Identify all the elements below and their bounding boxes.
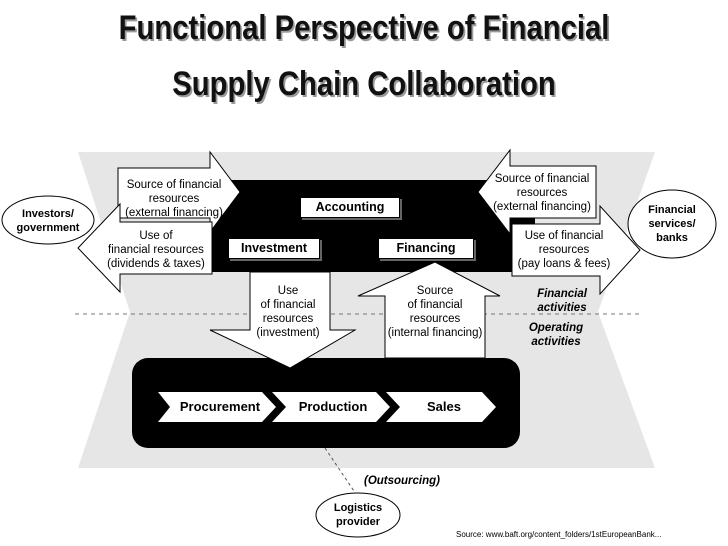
operating-activities-line-2: activities: [531, 336, 581, 348]
financial-activities-label: Financial activities: [520, 287, 604, 315]
logistics-line-2: provider: [335, 516, 380, 528]
banks-label: Financial services/ banks: [630, 203, 714, 245]
left-source-line-3: (external financing): [125, 207, 223, 219]
center-source-line-3: resources: [409, 313, 461, 325]
center-use-text: Use of financial resources (investment): [245, 284, 331, 340]
banks-line-2: services/: [648, 218, 696, 230]
center-use-line-1: Use: [277, 285, 299, 297]
center-use-arrow: [209, 271, 357, 369]
left-use-line-3: (dividends & taxes): [107, 258, 205, 270]
right-source-arrow: [477, 148, 597, 236]
financing-box: Financing: [378, 238, 474, 259]
operating-activities-label: Operating activities: [514, 321, 598, 349]
accounting-box: Accounting: [300, 197, 400, 218]
right-use-arrow: [511, 204, 641, 296]
left-use-line-1: Use of: [139, 230, 173, 242]
investors-line-2: government: [16, 222, 80, 234]
center-source-line-1: Source: [416, 285, 454, 297]
right-source-line-3: (external financing): [493, 201, 591, 213]
center-use-line-3: resources: [262, 313, 314, 325]
title-line-2: Supply Chain Collaboration: [172, 65, 556, 103]
left-source-text: Source of financial resources (external …: [118, 178, 230, 220]
left-source-line-1: Source of financial: [126, 179, 222, 191]
outsourcing-label: (Outsourcing): [363, 475, 441, 487]
right-use-line-1: Use of financial: [524, 230, 604, 242]
banks-ellipse: [627, 189, 717, 259]
financial-activities-line-2: activities: [537, 302, 587, 314]
financial-activities-line-1: Financial: [537, 288, 587, 300]
investors-line-1: Investors/: [22, 208, 74, 220]
center-source-line-2: of financial: [407, 299, 463, 311]
investors-ellipse: [1, 195, 95, 245]
logistics-label: Logistics provider: [318, 501, 398, 529]
production-chevron: [272, 392, 390, 422]
outsourcing-line: [324, 447, 359, 498]
sales-chevron: [386, 392, 496, 422]
right-use-line-3: (pay loans & fees): [517, 258, 611, 270]
sales-label: Sales: [427, 399, 461, 414]
procurement-label: Procurement: [179, 399, 261, 414]
center-use-line-4: (investment): [256, 327, 320, 339]
left-use-text: Use of financial resources (dividends & …: [100, 229, 212, 271]
center-source-line-4: (internal financing): [387, 327, 483, 339]
center-source-text: Source of financial resources (internal …: [380, 284, 490, 340]
banks-line-1: Financial: [648, 204, 696, 216]
right-use-line-2: resources: [538, 244, 590, 256]
procurement-chevron: [158, 392, 276, 422]
title-line-1: Functional Perspective of Financial: [118, 9, 610, 47]
production-label: Production: [298, 399, 368, 414]
right-source-line-2: resources: [516, 187, 568, 199]
source-note: Source: www.baft.org/content_folders/1st…: [456, 530, 662, 539]
operating-activities-line-1: Operating: [528, 322, 584, 334]
left-use-arrow: [77, 202, 213, 294]
right-use-text: Use of financial resources (pay loans & …: [508, 229, 620, 271]
center-use-line-2: of financial: [260, 299, 316, 311]
left-source-arrow: [117, 150, 241, 234]
investment-box: Investment: [228, 238, 320, 259]
right-source-text: Source of financial resources (external …: [484, 172, 600, 214]
center-source-arrow: [357, 261, 501, 359]
investors-label: Investors/ government: [4, 207, 92, 235]
left-source-line-2: resources: [148, 193, 200, 205]
left-use-line-2: financial resources: [108, 244, 204, 256]
banks-line-3: banks: [656, 232, 688, 244]
logistics-line-1: Logistics: [333, 502, 383, 514]
right-source-line-1: Source of financial: [494, 173, 590, 185]
logistics-ellipse: [315, 492, 401, 538]
